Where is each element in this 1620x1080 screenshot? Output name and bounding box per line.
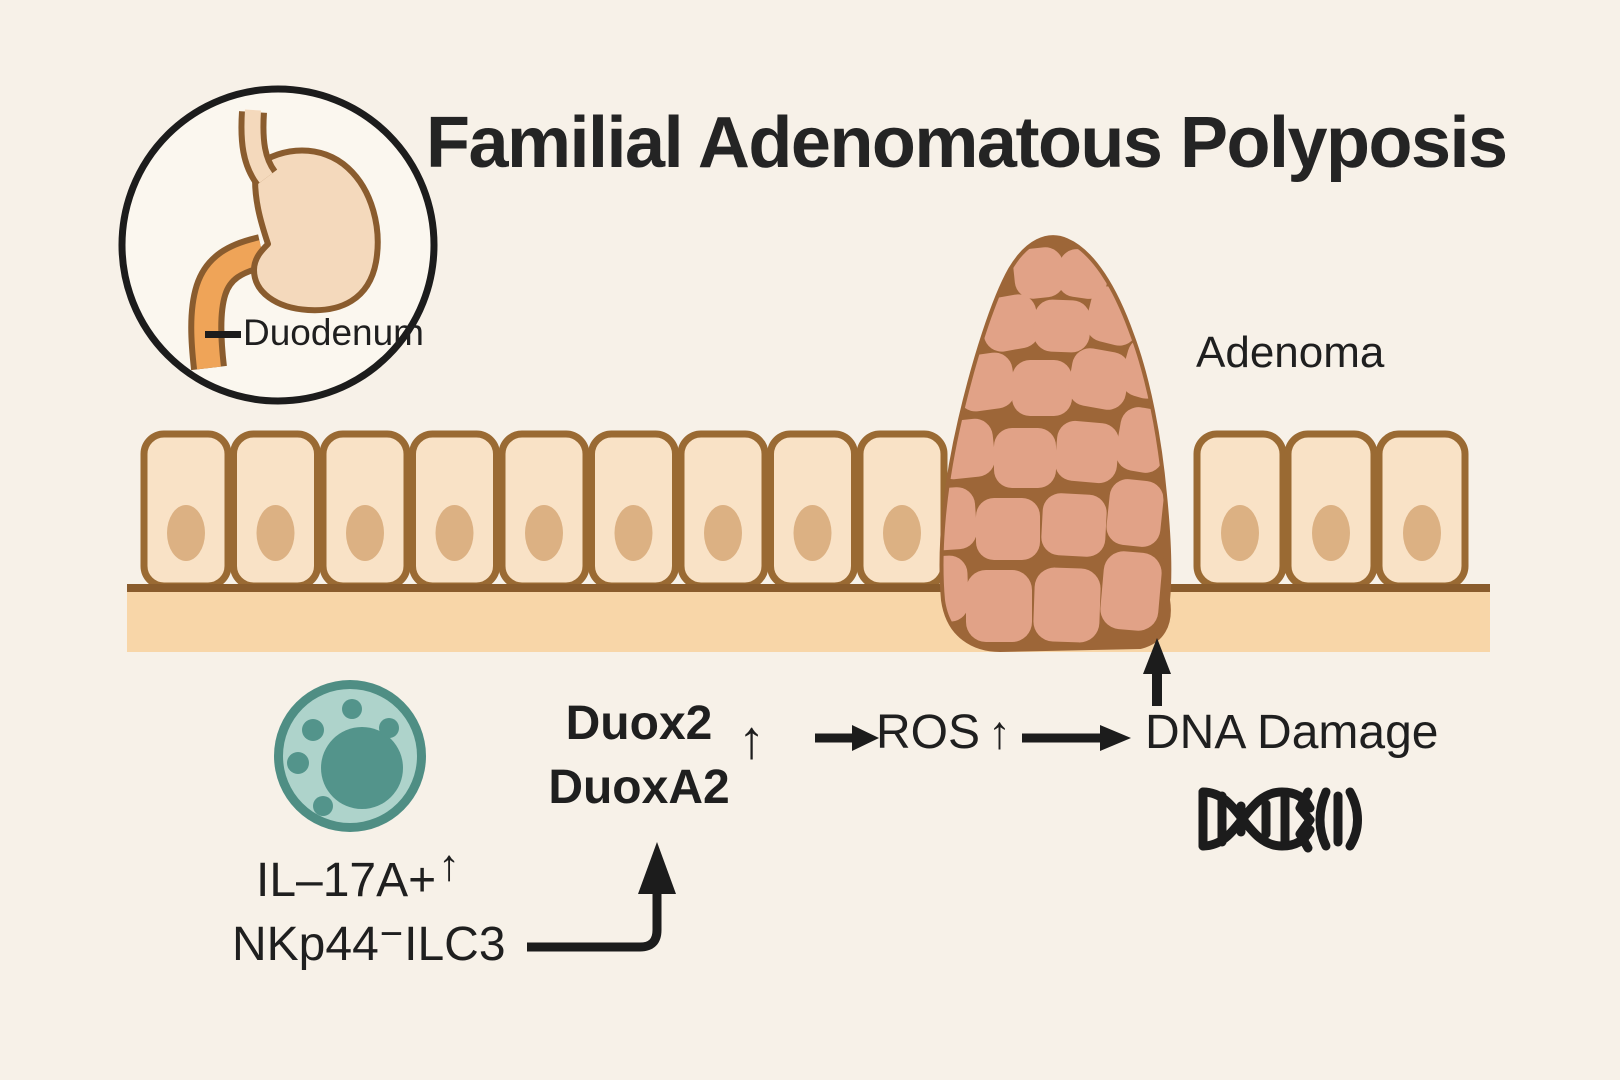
dna-broken-helix-icon	[1198, 787, 1362, 853]
basement-membrane	[127, 588, 1490, 652]
ilc3-granule	[287, 752, 309, 774]
up-arrow-icon: ↑	[988, 706, 1012, 758]
adenoma-cell	[1013, 247, 1065, 299]
adenoma-cell	[1106, 479, 1164, 547]
esophagus-tube	[244, 109, 273, 183]
adenoma-cell	[1033, 567, 1101, 643]
duodenum-pointer-line	[205, 331, 241, 338]
organ-inset	[118, 85, 438, 405]
ilc3-granule	[342, 699, 362, 719]
adenoma-label: Adenoma	[1196, 328, 1385, 377]
epithelial-cell-nucleus	[614, 505, 653, 561]
ilc3-text: ILC3	[404, 918, 506, 971]
ilc3-granule	[379, 718, 399, 738]
adenoma-cell	[1041, 493, 1107, 557]
adenoma-cluster	[939, 235, 1172, 652]
epithelial-cell-nucleus	[346, 505, 384, 561]
nkp44-ilc3-label: NKp44−ILC3	[232, 913, 506, 971]
adenoma-cell	[943, 487, 977, 551]
ilc3-granule	[302, 719, 324, 741]
duoxa2-label: DuoxA2	[548, 761, 730, 814]
adenoma-cells	[943, 247, 1168, 643]
adenoma-cell	[966, 570, 1032, 642]
adenoma-cell	[994, 428, 1056, 488]
adenoma-cell	[976, 498, 1040, 560]
epithelial-cell-row-right	[1193, 430, 1469, 590]
minus-superscript: −	[379, 912, 404, 956]
epithelial-cell-nucleus	[435, 505, 474, 561]
adenoma-cell	[1055, 420, 1119, 484]
epithelial-cell-nucleus	[167, 505, 205, 561]
epithelial-cell-nucleus	[883, 505, 921, 561]
epithelial-cell-row-left	[140, 430, 948, 590]
dna-damage-label: DNA Damage	[1145, 706, 1439, 759]
arrow-right-icon	[815, 725, 879, 751]
epithelial-cell-nucleus	[1403, 505, 1441, 561]
epithelial-cell-nucleus	[525, 505, 563, 561]
elbow-arrow-icon	[527, 842, 676, 952]
epithelial-cell-nucleus	[1312, 505, 1350, 561]
il17a-label: IL–17A+↑	[256, 842, 460, 907]
duox2-label: Duox2	[565, 697, 713, 750]
adenoma-cell	[1068, 348, 1130, 410]
adenoma-cell	[1012, 360, 1072, 416]
epithelial-cell-nucleus	[793, 505, 832, 561]
duodenum-tube	[194, 240, 265, 370]
ilc3-granule	[313, 796, 333, 816]
stomach-icon	[188, 109, 381, 371]
adenoma-cell	[1100, 551, 1162, 631]
il17a-text: IL–17A+	[256, 854, 437, 907]
duox-genes-label: Duox2 DuoxA2	[540, 692, 738, 820]
stomach-body	[251, 147, 381, 314]
arrow-right-icon	[1022, 725, 1131, 751]
membrane-line	[127, 584, 1490, 592]
membrane-band	[127, 588, 1490, 652]
epithelial-cell-nucleus	[256, 505, 295, 561]
duodenum-label: Duodenum	[243, 312, 425, 353]
adenoma-cell	[980, 294, 1040, 352]
diagram-title: Familial Adenomatous Polyposis	[426, 103, 1508, 183]
up-arrow-icon: ↑	[738, 710, 765, 770]
up-arrow-icon: ↑	[438, 841, 461, 890]
ros-text: ROS	[876, 706, 981, 759]
adenoma-cell	[1033, 299, 1091, 353]
epithelial-cell-nucleus	[704, 505, 742, 561]
arrow-up-icon	[1143, 638, 1171, 706]
ros-label: ROS↑	[876, 706, 1012, 759]
ilc3-cell-icon	[274, 680, 426, 832]
nkp44-text: NKp44	[232, 918, 379, 971]
epithelial-cell-nucleus	[1221, 505, 1259, 561]
ilc3-granules	[287, 699, 399, 816]
adenoma-cell	[943, 555, 969, 623]
